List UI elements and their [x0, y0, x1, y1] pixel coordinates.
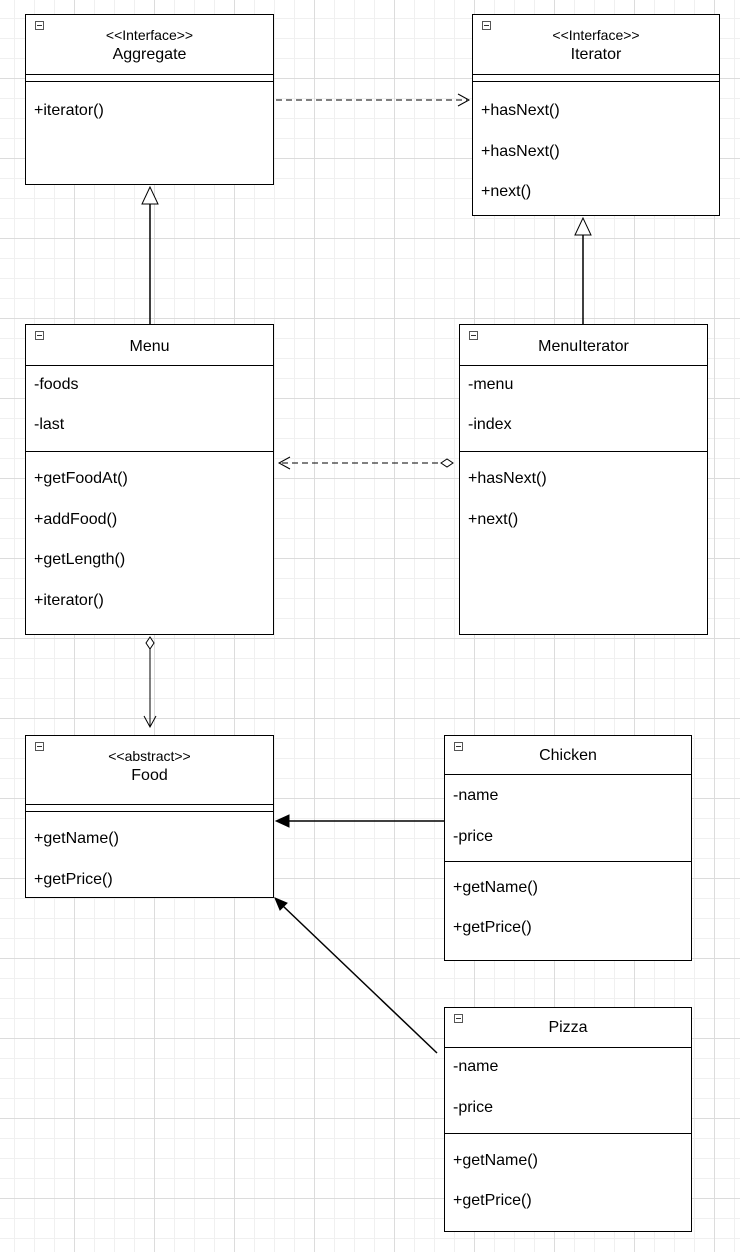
class-name: MenuIterator — [538, 338, 629, 355]
divider — [473, 81, 719, 82]
class-attribute: -name — [453, 1058, 499, 1075]
class-attribute: -foods — [34, 376, 79, 393]
class-name: Menu — [129, 338, 170, 355]
class-chicken[interactable]: Chicken -name -price +getName() +getPric… — [444, 735, 692, 961]
class-attribute: -menu — [468, 376, 514, 393]
class-method: +getName() — [453, 1152, 538, 1169]
class-method: +getFoodAt() — [34, 470, 128, 487]
class-method: +next() — [481, 183, 532, 200]
divider — [26, 365, 273, 366]
collapse-icon[interactable] — [454, 742, 463, 751]
realization-menuiterator-iterator[interactable] — [574, 216, 592, 324]
class-method: +getName() — [34, 830, 119, 847]
divider — [26, 81, 273, 82]
aggregation-menuiterator-menu[interactable] — [277, 456, 454, 470]
class-method: +getPrice() — [453, 1192, 532, 1209]
divider — [445, 861, 691, 862]
collapse-icon[interactable] — [454, 1014, 463, 1023]
class-attribute: -index — [468, 416, 512, 433]
collapse-icon[interactable] — [469, 331, 478, 340]
class-method: +getPrice() — [34, 871, 113, 888]
class-stereotype: <<Interface>> — [552, 27, 640, 43]
class-name: Food — [131, 767, 168, 784]
class-method: +iterator() — [34, 102, 104, 119]
class-food[interactable]: <<abstract>> Food +getName() +getPrice() — [25, 735, 274, 898]
aggregation-menu-food[interactable] — [143, 636, 157, 729]
class-attribute: -price — [453, 1099, 494, 1116]
class-method: +addFood() — [34, 511, 118, 528]
class-method: +getLength() — [34, 551, 126, 568]
class-method: +hasNext() — [468, 470, 547, 487]
collapse-icon[interactable] — [482, 21, 491, 30]
class-name: Pizza — [548, 1019, 588, 1036]
class-method: +getName() — [453, 879, 538, 896]
class-method: +getPrice() — [453, 919, 532, 936]
association-pizza-food[interactable] — [274, 897, 438, 1054]
divider — [26, 74, 273, 75]
class-method: +iterator() — [34, 592, 104, 609]
dependency-aggregate-iterator[interactable] — [276, 93, 471, 107]
collapse-icon[interactable] — [35, 742, 44, 751]
divider — [460, 365, 707, 366]
divider — [445, 774, 691, 775]
divider — [445, 1133, 691, 1134]
class-header: <<Interface>> Aggregate — [26, 26, 273, 64]
collapse-icon[interactable] — [35, 21, 44, 30]
class-name: Aggregate — [112, 46, 187, 63]
collapse-icon[interactable] — [35, 331, 44, 340]
class-header: <<Interface>> Iterator — [473, 26, 719, 64]
class-menu-iterator[interactable]: MenuIterator -menu -index +hasNext() +ne… — [459, 324, 708, 635]
class-attribute: -name — [453, 787, 499, 804]
class-method: +next() — [468, 511, 519, 528]
divider — [445, 1047, 691, 1048]
class-menu[interactable]: Menu -foods -last +getFoodAt() +addFood(… — [25, 324, 274, 635]
class-stereotype: <<abstract>> — [108, 748, 191, 764]
realization-menu-aggregate[interactable] — [141, 185, 159, 324]
class-pizza[interactable]: Pizza -name -price +getName() +getPrice(… — [444, 1007, 692, 1232]
class-attribute: -last — [34, 416, 65, 433]
divider — [26, 811, 273, 812]
divider — [473, 74, 719, 75]
association-chicken-food[interactable] — [274, 814, 444, 828]
class-name: Chicken — [539, 747, 597, 764]
class-header: <<abstract>> Food — [26, 747, 273, 785]
class-stereotype: <<Interface>> — [105, 27, 194, 43]
divider — [26, 804, 273, 805]
divider — [26, 451, 273, 452]
class-attribute: -price — [453, 828, 494, 845]
class-name: Iterator — [570, 46, 622, 63]
divider — [460, 451, 707, 452]
class-iterator[interactable]: <<Interface>> Iterator +hasNext() +hasNe… — [472, 14, 720, 216]
class-aggregate[interactable]: <<Interface>> Aggregate +iterator() — [25, 14, 274, 185]
class-method: +hasNext() — [481, 143, 560, 160]
class-method: +hasNext() — [481, 102, 560, 119]
